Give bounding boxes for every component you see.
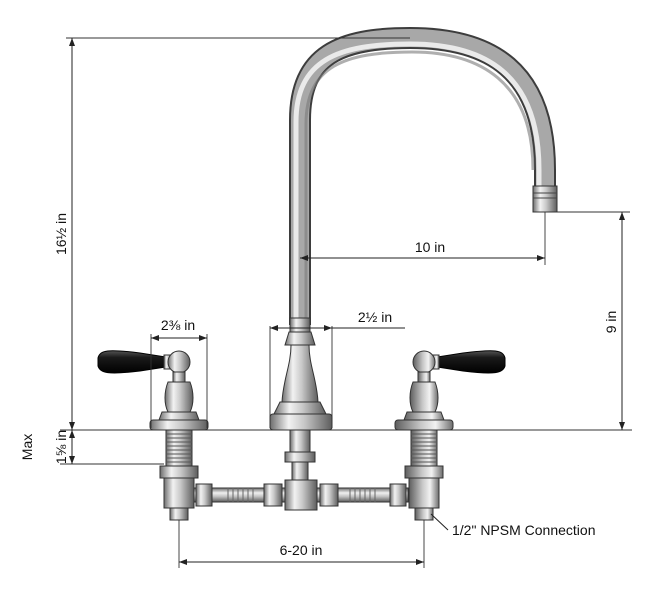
faucet-illustration — [97, 26, 558, 521]
dimension-labels: 16½ in 10 in 9 in 2⅜ in 2½ in Max 1⅝ in … — [19, 213, 619, 558]
supply-connector-assembly — [193, 479, 409, 511]
spout-gooseneck — [289, 26, 558, 325]
dimension-lines — [60, 37, 632, 568]
deck-thickness-label: 1⅝ in — [53, 430, 69, 464]
max-label: Max — [19, 434, 35, 460]
left-valve — [97, 350, 209, 521]
height-label: 16½ in — [53, 213, 69, 255]
spout-base-width-label: 2½ in — [358, 309, 392, 325]
reach-label: 10 in — [415, 239, 445, 255]
handle-base-width-label: 2⅜ in — [161, 317, 195, 333]
spout-base — [269, 317, 333, 485]
spread-label: 6-20 in — [280, 542, 323, 558]
right-valve — [394, 350, 506, 521]
clearance-label: 9 in — [603, 311, 619, 334]
connection-callout: 1/2" NPSM Connection — [452, 522, 596, 538]
